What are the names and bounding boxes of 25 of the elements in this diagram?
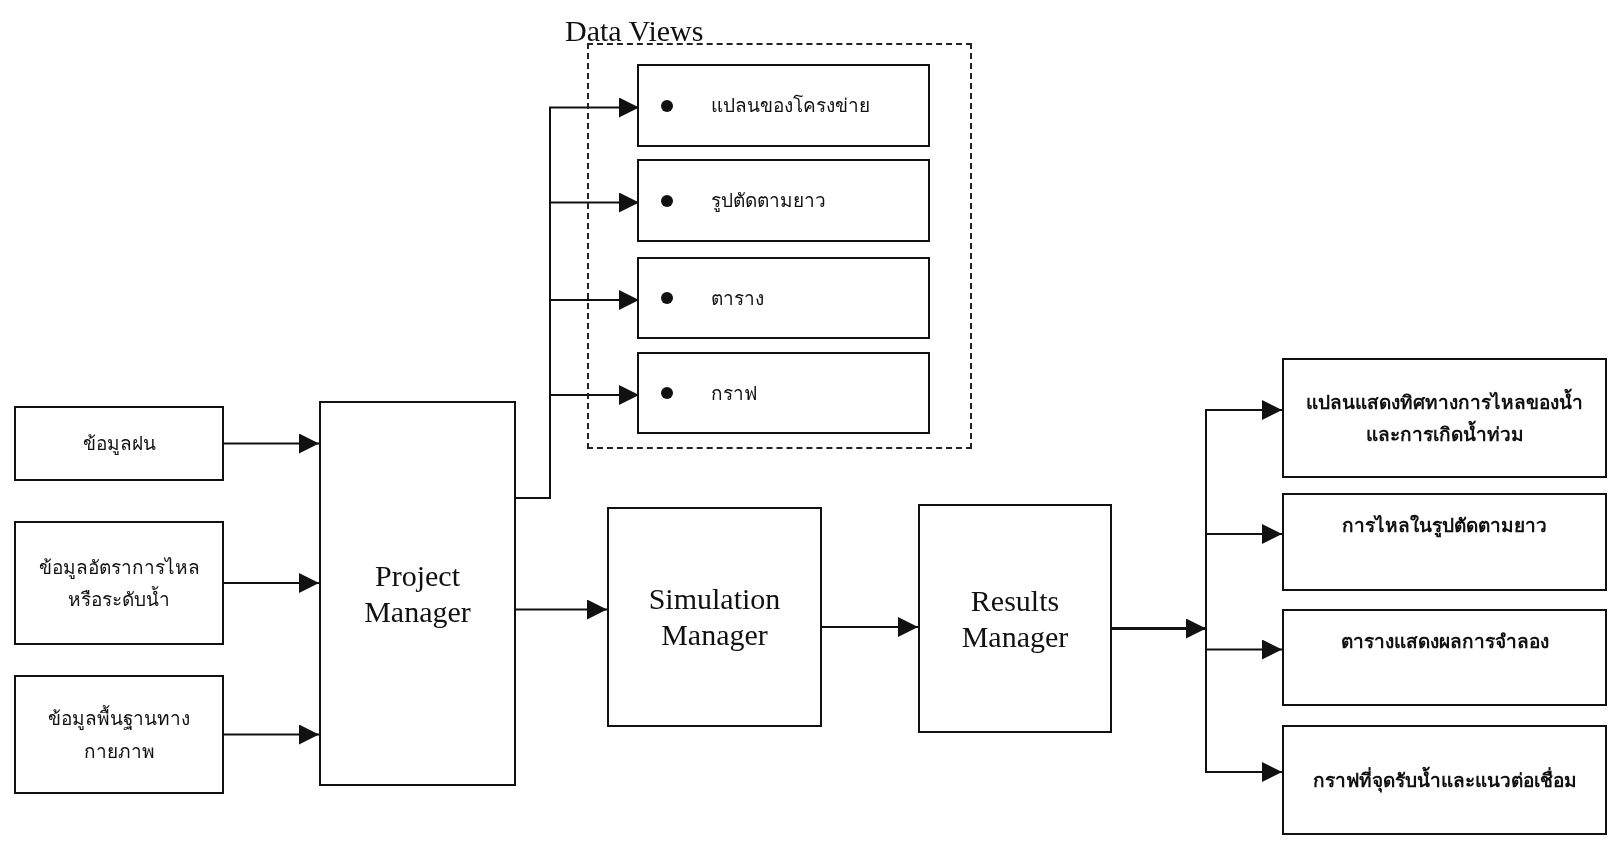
arrow bbox=[1111, 618, 1207, 639]
view-box bbox=[637, 159, 930, 242]
view-label: รูปตัดตามยาว bbox=[711, 188, 826, 214]
input-box: ข้อมูลอัตราการไหลหรือระดับน้ำ bbox=[14, 521, 224, 645]
input-box: ข้อมูลฝน bbox=[14, 406, 224, 481]
group-title: Data Views bbox=[565, 13, 704, 49]
view-label: ตาราง bbox=[711, 285, 764, 311]
output-box: การไหลในรูปตัดตามยาว bbox=[1282, 493, 1607, 591]
view-box bbox=[637, 64, 930, 147]
view-label: แปลนของโครงข่าย bbox=[711, 93, 870, 119]
arrow bbox=[223, 433, 320, 454]
arrow bbox=[223, 573, 320, 593]
manager-box: Results Manager bbox=[918, 504, 1112, 733]
output-box: แปลนแสดงทิศทางการไหลของน้ำและการเกิดน้ำท่วม bbox=[1282, 358, 1607, 478]
manager-box: Project Manager bbox=[319, 401, 516, 786]
input-box: ข้อมูลพื้นฐานทางกายภาพ bbox=[14, 675, 224, 794]
manager-box: Simulation Manager bbox=[607, 507, 822, 727]
output-box: ตารางแสดงผลการจำลอง bbox=[1282, 609, 1607, 706]
arrow bbox=[821, 617, 919, 637]
arrow bbox=[515, 599, 608, 620]
view-label: กราฟ bbox=[711, 380, 757, 406]
output-box: กราฟที่จุดรับน้ำและแนวต่อเชื่อม bbox=[1282, 725, 1607, 835]
arrow bbox=[223, 724, 320, 745]
view-box bbox=[637, 257, 930, 339]
view-box bbox=[637, 352, 930, 434]
